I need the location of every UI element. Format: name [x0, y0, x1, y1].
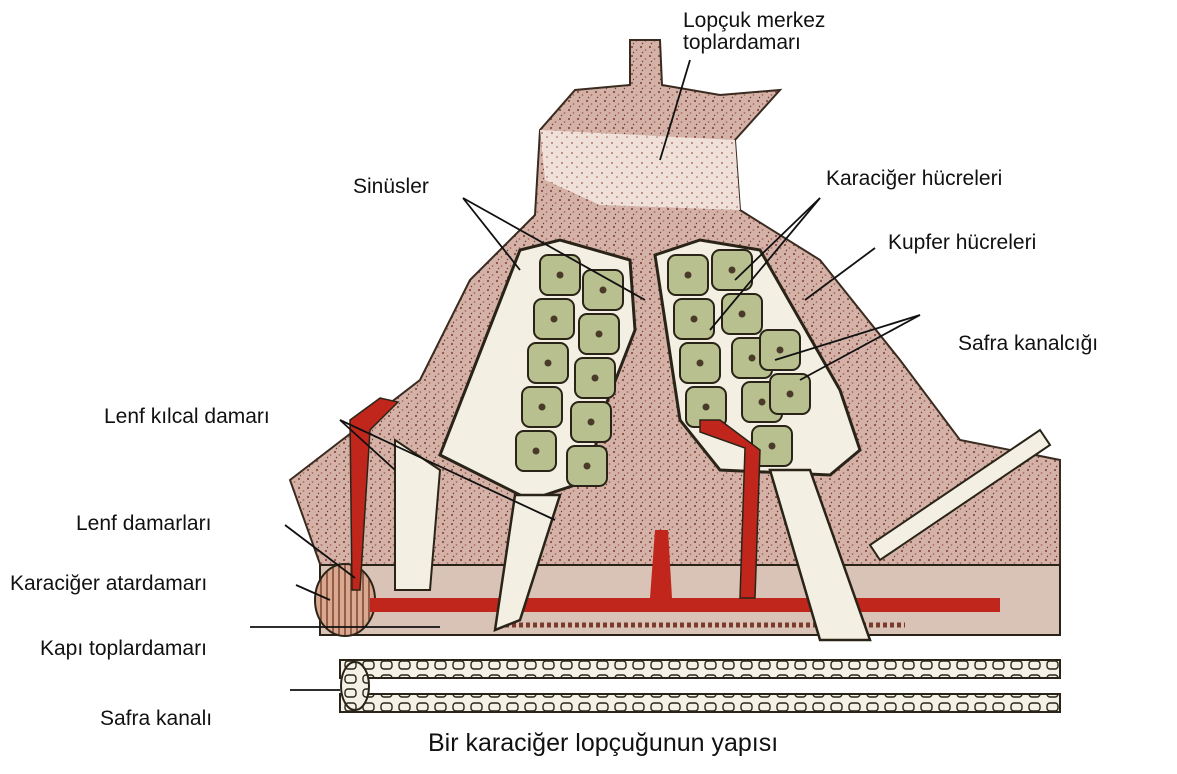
- cell-nucleus: [592, 375, 599, 382]
- cell-nucleus: [551, 316, 558, 323]
- cell-nucleus: [697, 360, 704, 367]
- cell-nucleus: [600, 287, 607, 294]
- cell-nucleus: [749, 355, 756, 362]
- label-bile-duct: Safra kanalı: [100, 708, 212, 730]
- cell-nucleus: [769, 443, 776, 450]
- cell-nucleus: [596, 331, 603, 338]
- figure-caption: Bir karaciğer lopçuğunun yapısı: [428, 730, 778, 756]
- cell-nucleus: [685, 272, 692, 279]
- cell-nucleus: [739, 311, 746, 318]
- label-lymph-vessels: Lenf damarları: [76, 513, 211, 535]
- label-central-vein: Lopçuk merkez toplardamarı: [683, 10, 853, 54]
- cell-nucleus: [545, 360, 552, 367]
- bile-duct: [340, 660, 1060, 712]
- cell-nucleus: [539, 404, 546, 411]
- label-sinusoids: Sinüsler: [353, 176, 429, 198]
- cell-nucleus: [759, 399, 766, 406]
- cell-nucleus: [703, 404, 710, 411]
- cell-nucleus: [584, 463, 591, 470]
- label-hepatocytes: Karaciğer hücreleri: [826, 168, 1002, 190]
- label-kupffer-cells: Kupfer hücreleri: [888, 232, 1036, 254]
- label-hepatic-artery: Karaciğer atardamarı: [10, 573, 207, 595]
- cell-nucleus: [777, 347, 784, 354]
- label-bile-canaliculus: Safra kanalcığı: [958, 333, 1098, 355]
- cell-nucleus: [691, 316, 698, 323]
- cell-nucleus: [787, 391, 794, 398]
- label-lymph-capillary: Lenf kılcal damarı: [104, 406, 270, 428]
- label-portal-vein: Kapı toplardamarı: [40, 638, 207, 660]
- cell-nucleus: [588, 419, 595, 426]
- cell-nucleus: [533, 448, 540, 455]
- cell-nucleus: [557, 272, 564, 279]
- cell-nucleus: [729, 267, 736, 274]
